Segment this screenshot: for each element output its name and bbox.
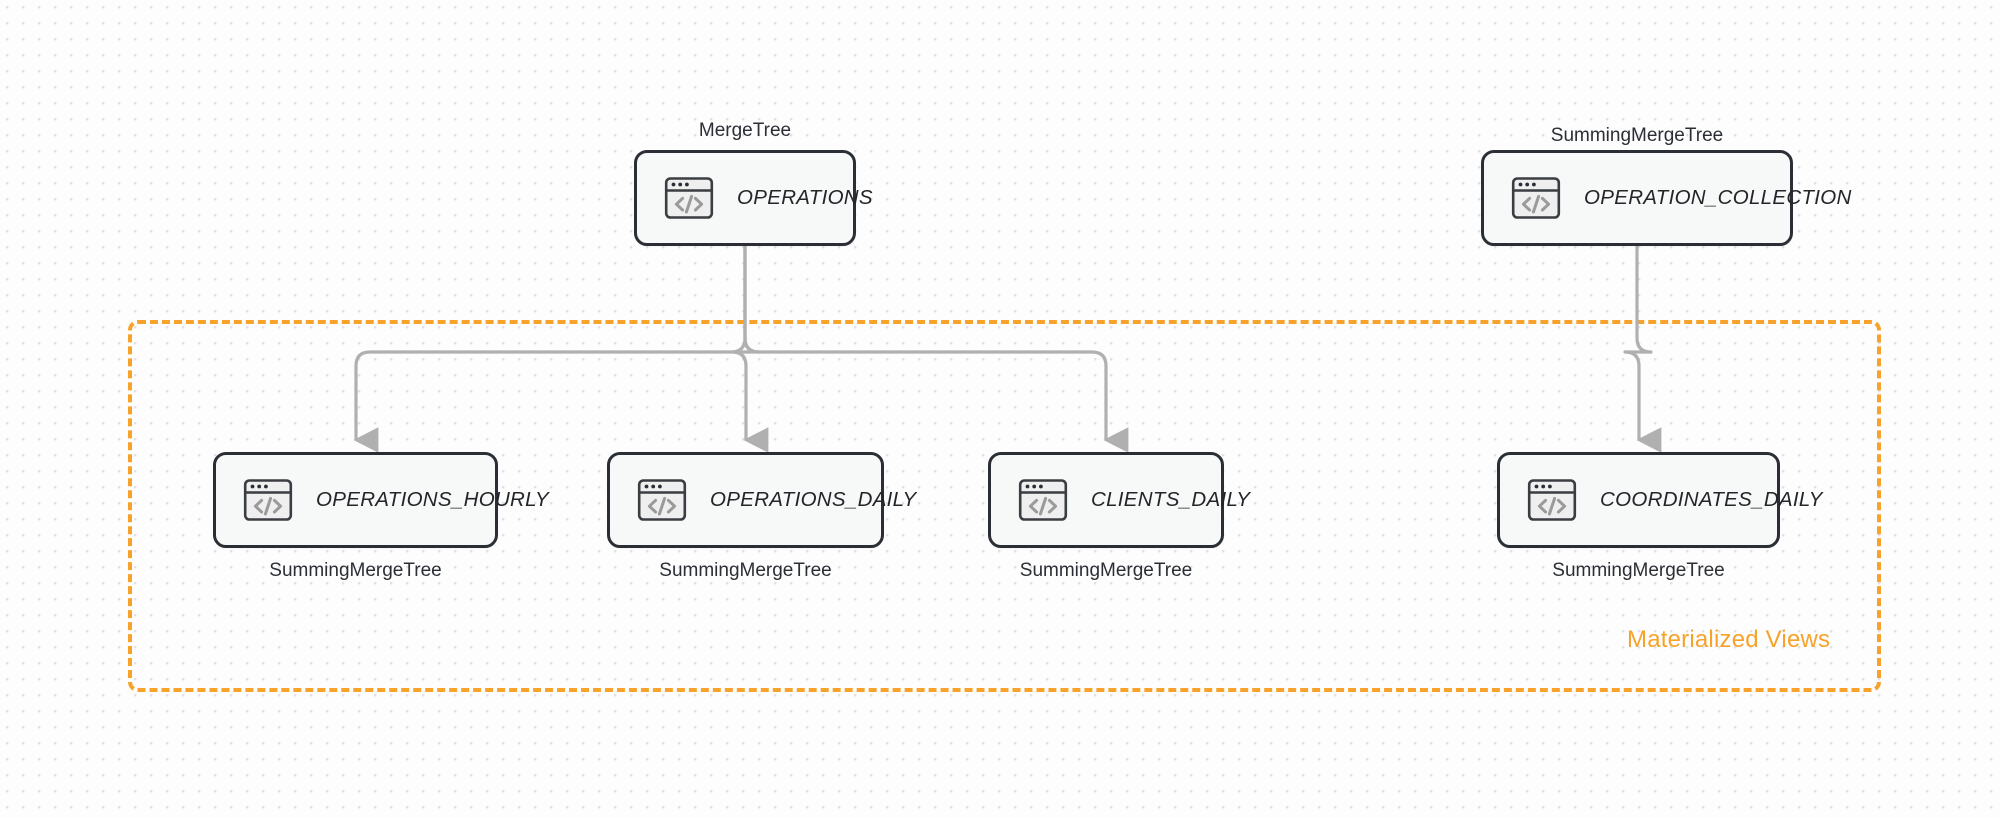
node-operations[interactable]: OPERATIONS	[634, 150, 873, 246]
code-window-icon	[1017, 474, 1069, 526]
engine-label-operations_hourly: SummingMergeTree	[269, 560, 442, 581]
node-operations_daily[interactable]: OPERATIONS_DAILY	[607, 452, 916, 548]
node-title: OPERATION_COLLECTION	[1584, 186, 1852, 209]
node-title: OPERATIONS_HOURLY	[316, 488, 549, 511]
node-coordinates_daily[interactable]: COORDINATES_DAILY	[1497, 452, 1822, 548]
node-operation_collection[interactable]: OPERATION_COLLECTION	[1481, 150, 1851, 246]
node-operations_hourly[interactable]: OPERATIONS_HOURLY	[213, 452, 549, 548]
engine-label-operations: MergeTree	[698, 120, 792, 141]
node-title: COORDINATES_DAILY	[1600, 488, 1823, 511]
code-window-icon	[1526, 474, 1578, 526]
code-window-icon	[1510, 172, 1562, 224]
engine-label-coordinates_daily: SummingMergeTree	[1552, 560, 1725, 581]
node-title: OPERATIONS	[737, 186, 873, 209]
engine-label-operations_daily: SummingMergeTree	[659, 560, 832, 581]
code-window-icon	[242, 474, 294, 526]
engine-label-operation_collection: SummingMergeTree	[1550, 125, 1724, 146]
engine-label-clients_daily: SummingMergeTree	[1019, 560, 1193, 581]
node-clients_daily[interactable]: CLIENTS_DAILY	[988, 452, 1250, 548]
code-window-icon	[663, 172, 715, 224]
node-title: OPERATIONS_DAILY	[710, 488, 917, 511]
node-title: CLIENTS_DAILY	[1091, 488, 1251, 511]
code-window-icon	[636, 474, 688, 526]
materialized-views-label: Materialized Views	[1627, 626, 1831, 653]
